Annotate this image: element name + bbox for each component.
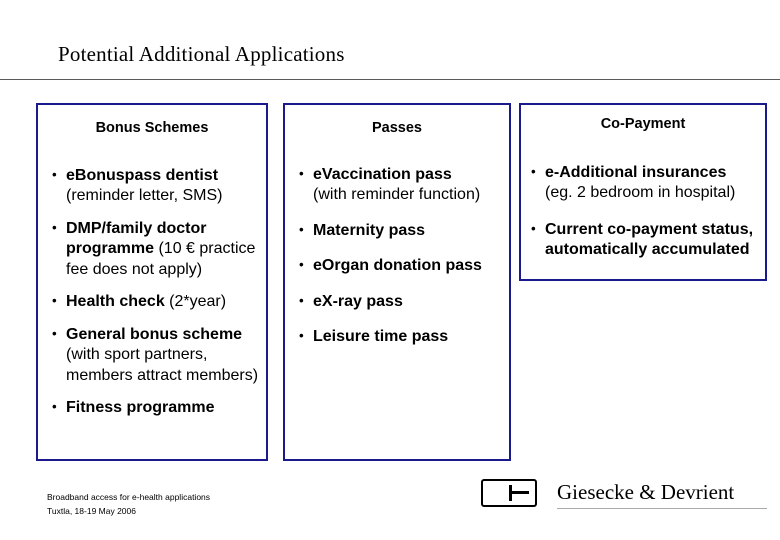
list-item: • Leisure time pass xyxy=(293,327,503,347)
bullet-icon: • xyxy=(299,328,304,344)
list-item: • Fitness programme xyxy=(46,398,260,418)
page-title: Potential Additional Applications xyxy=(58,42,345,66)
list-item-bold: Health check xyxy=(66,293,170,311)
column-co-payment: Co-Payment • e-Additional insurances (eg… xyxy=(519,103,767,281)
bullet-icon: • xyxy=(531,164,536,179)
title-divider xyxy=(0,79,780,80)
bullet-list: • e-Additional insurances (eg. 2 bedroom… xyxy=(525,163,759,261)
list-item: • Health check (2*year) xyxy=(46,292,260,312)
list-item-subline: (with sport partners, xyxy=(66,346,208,364)
list-item-bold: Leisure time pass xyxy=(313,328,449,346)
footer-note: Broadband access for e-health applicatio… xyxy=(47,490,210,518)
bullet-list: • eBonuspass dentist (reminder letter, S… xyxy=(46,166,260,419)
list-item-subline: (with reminder function) xyxy=(313,186,481,204)
bullet-icon: • xyxy=(299,257,304,273)
column-heading: Bonus Schemes xyxy=(95,120,209,136)
list-item-normal: (10 € practice fee does not apply) xyxy=(66,240,256,278)
logo-underline xyxy=(557,508,767,509)
list-item-normal: (2*year) xyxy=(169,293,227,311)
monogram-horizontal-bar xyxy=(509,491,529,494)
footer-line-1: Broadband access for e-health applicatio… xyxy=(47,492,211,502)
bullet-icon: • xyxy=(52,219,57,235)
list-item-bold: Current co-payment status, automatically… xyxy=(545,220,754,259)
column-heading: Passes xyxy=(372,120,422,136)
list-item: • eOrgan donation pass xyxy=(293,256,503,276)
list-item-bold: eOrgan donation pass xyxy=(313,257,482,275)
list-item: • eBonuspass dentist (reminder letter, S… xyxy=(46,166,260,207)
list-item-bold: eBonuspass dentist xyxy=(66,167,219,184)
bullet-icon: • xyxy=(299,221,304,237)
list-item: • e-Additional insurances (eg. 2 bedroom… xyxy=(525,163,759,204)
column-bonus-schemes: Bonus Schemes • eBonuspass dentist (remi… xyxy=(36,103,268,461)
column-heading: Co-Payment xyxy=(600,116,686,132)
list-item: • Current co-payment status, automatical… xyxy=(525,220,759,261)
list-item-subline: (reminder letter, SMS) xyxy=(66,187,223,205)
bullet-icon: • xyxy=(52,325,57,341)
list-item: • eX-ray pass xyxy=(293,292,503,312)
bullet-list: • eVaccination pass (with reminder funct… xyxy=(293,165,503,348)
company-name: Giesecke & Devrient xyxy=(557,480,735,504)
bullet-icon: • xyxy=(299,292,304,308)
list-item: • General bonus scheme (with sport partn… xyxy=(46,325,260,386)
bullet-icon: • xyxy=(52,293,57,309)
list-item: • Maternity pass xyxy=(293,221,503,241)
list-item: • eVaccination pass (with reminder funct… xyxy=(293,165,503,206)
list-item-bold: eX-ray pass xyxy=(313,292,403,310)
list-item-bold: General bonus scheme xyxy=(66,325,243,343)
bullet-icon: • xyxy=(52,399,57,415)
list-item-subline: members attract members) xyxy=(66,366,259,384)
bullet-icon: • xyxy=(531,220,536,236)
bullet-icon: • xyxy=(52,167,57,182)
list-item-subline: (eg. 2 bedroom in hospital) xyxy=(545,184,736,202)
list-item-bold: DMP/family doctor programme xyxy=(66,219,207,258)
footer-line-2: Tuxtla, 18-19 May 2006 xyxy=(47,506,136,517)
list-item-bold: eVaccination pass xyxy=(313,166,452,183)
list-item-bold: e-Additional insurances xyxy=(545,164,727,181)
list-item-bold: Fitness programme xyxy=(66,399,215,417)
list-item-bold: Maternity pass xyxy=(313,221,426,239)
gd-monogram-icon xyxy=(481,479,537,507)
list-item: • DMP/family doctor programme (10 € prac… xyxy=(46,219,260,280)
company-logo: Giesecke & Devrient xyxy=(481,474,771,514)
bullet-icon: • xyxy=(299,166,304,181)
column-passes: Passes • eVaccination pass (with reminde… xyxy=(283,103,511,461)
